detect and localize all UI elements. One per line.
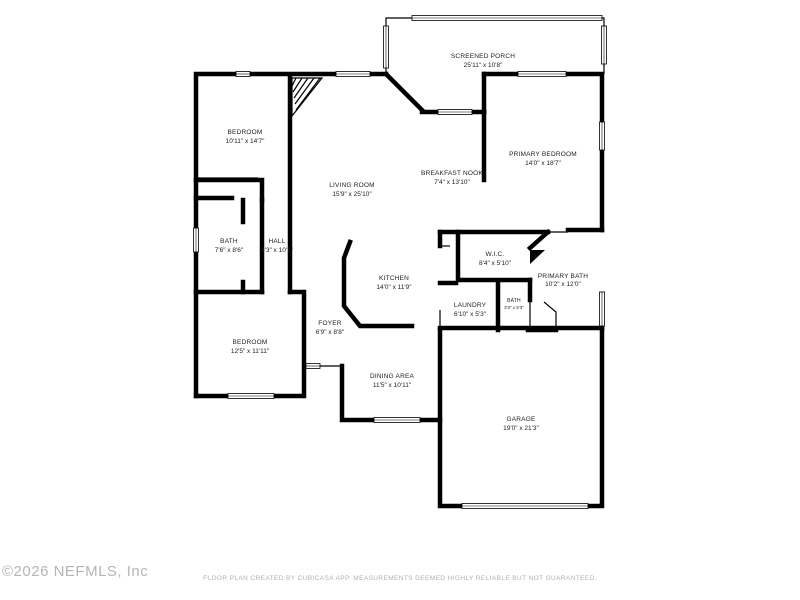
room-name-primary-bath: PRIMARY BATH — [538, 273, 589, 280]
room-dims-primary-bedroom: 14'0" x 18'7" — [525, 160, 561, 167]
window-bedroom2-bottom — [227, 393, 275, 399]
room-name-garage: GARAGE — [506, 416, 535, 423]
room-dims-small-bath: 3'3" x 5'3" — [504, 305, 524, 310]
room-name-breakfast-nook: BREAKFAST NOOK — [421, 170, 483, 177]
fixture-triangle — [530, 250, 545, 264]
room-dims-primary-bath: 10'2" x 12'0" — [545, 281, 581, 288]
window-garage-bottom — [461, 503, 589, 509]
room-name-bedroom-2: BEDROOM — [233, 339, 268, 346]
room-dims-bedroom-1: 10'11" x 14'7" — [226, 138, 265, 145]
room-dims-breakfast-nook: 7'4" x 13'10" — [434, 179, 470, 186]
window-nook — [437, 109, 473, 115]
room-dims-hall: 3'3" x 10'1" — [261, 247, 294, 254]
room-labels: SCREENED PORCH 25'11" x 10'8" BEDROOM 10… — [215, 53, 589, 432]
room-name-living-room: LIVING ROOM — [329, 182, 375, 189]
window-foyer — [305, 363, 321, 369]
window-primary-right — [599, 121, 605, 151]
room-dims-screened-porch: 25'11" x 10'8" — [464, 62, 503, 69]
watermark: ©2026 NEFMLS, Inc — [2, 563, 149, 580]
room-name-primary-bedroom: PRIMARY BEDROOM — [509, 151, 577, 158]
room-name-bedroom-1: BEDROOM — [228, 129, 263, 136]
footer-disclaimer: FLOOR PLAN CREATED BY CUBICASA APP. MEAS… — [203, 575, 597, 582]
window-living-top — [335, 71, 371, 77]
window-porch-top — [411, 15, 603, 21]
room-name-wic: W.I.C. — [486, 251, 505, 258]
window-porch-right — [601, 25, 607, 65]
room-name-screened-porch: SCREENED PORCH — [451, 53, 515, 60]
room-dims-dining-area: 11'5" x 10'11" — [373, 382, 412, 389]
room-dims-foyer: 6'9" x 8'8" — [316, 329, 345, 336]
window-bath-right — [599, 291, 605, 327]
window-primary-top — [517, 71, 567, 77]
room-name-hall: HALL — [268, 238, 285, 245]
window-porch-left — [383, 25, 389, 69]
room-dims-bedroom-2: 12'5" x 11'11" — [231, 348, 270, 355]
windows — [193, 15, 607, 509]
room-dims-garage: 19'0" x 21'3" — [503, 425, 539, 432]
room-dims-wic: 8'4" x 5'10" — [479, 260, 512, 267]
room-dims-bath: 7'6" x 8'6" — [215, 247, 244, 254]
window-dining-bottom — [373, 417, 421, 423]
room-dims-laundry: 6'10" x 5'3" — [454, 311, 487, 318]
room-dims-living-room: 15'9" x 25'10" — [332, 191, 372, 198]
room-name-bath: BATH — [220, 238, 238, 245]
room-name-small-bath: BATH — [507, 298, 521, 304]
window-bath-left — [193, 227, 199, 253]
room-name-laundry: LAUNDRY — [454, 302, 487, 309]
thin-lines — [198, 17, 605, 367]
window-bedroom1-top — [235, 71, 251, 77]
room-dims-kitchen: 14'0" x 11'9" — [376, 284, 412, 291]
room-name-dining-area: DINING AREA — [370, 373, 415, 380]
room-name-kitchen: KITCHEN — [379, 275, 409, 282]
room-name-foyer: FOYER — [318, 320, 341, 327]
